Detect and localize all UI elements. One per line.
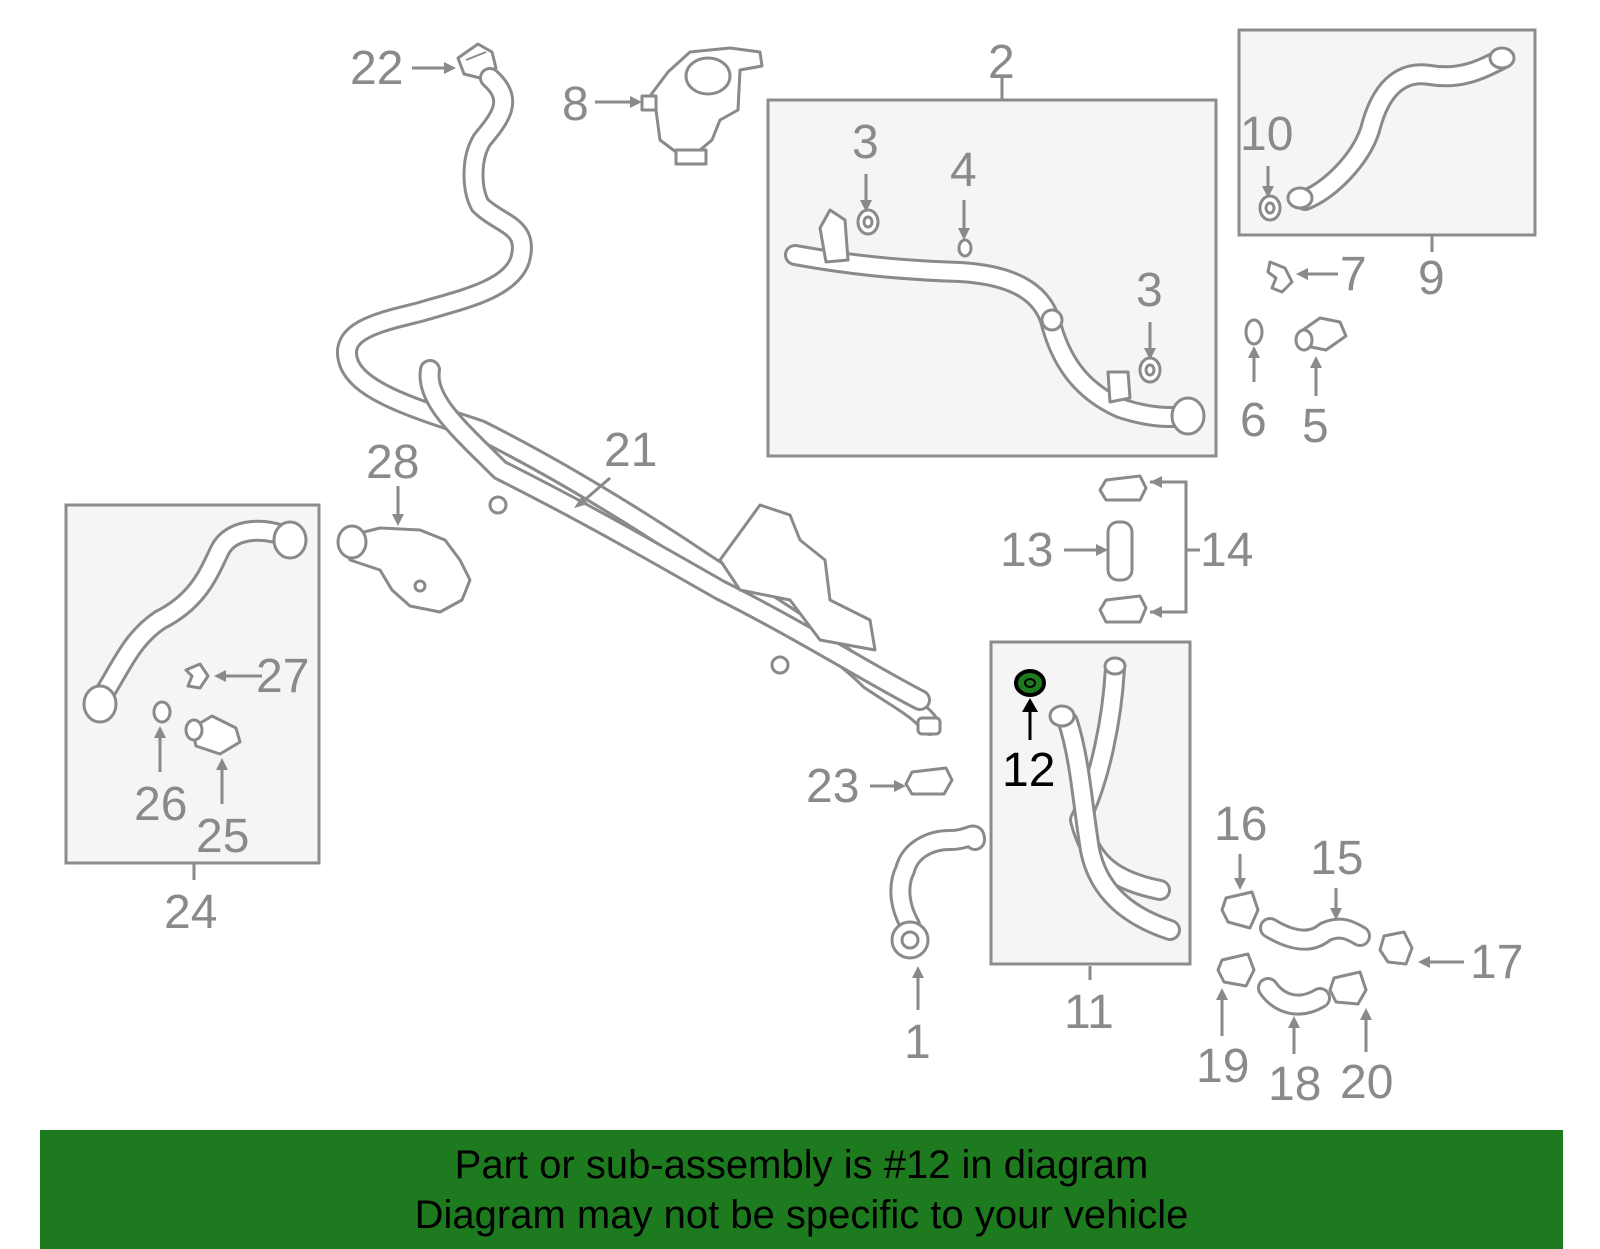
part-19-clamp (1216, 952, 1256, 988)
part-6-seal (1244, 318, 1264, 346)
callout-26: 26 (134, 778, 187, 831)
callout-23: 23 (806, 760, 859, 813)
part-16-clamp (1220, 890, 1260, 930)
callout-18: 18 (1268, 1058, 1321, 1111)
part-21-hose-line (336, 67, 942, 736)
callout-7: 7 (1340, 248, 1367, 301)
callout-3b: 3 (1136, 264, 1163, 317)
callout-13: 13 (1000, 524, 1053, 577)
part-13-hose (1106, 520, 1134, 582)
callout-25: 25 (196, 810, 249, 863)
callout-21: 21 (604, 424, 657, 477)
callout-24: 24 (164, 886, 217, 939)
part-11-pipe (1048, 656, 1181, 941)
part-25-sensor (184, 714, 242, 756)
part-26-seal (152, 700, 172, 724)
part-7-clip (1266, 260, 1294, 294)
banner-line-part: Part or sub-assembly is #12 in diagram (454, 1142, 1149, 1187)
part-12-seal (1014, 669, 1046, 697)
callout-22: 22 (350, 42, 403, 95)
part-2-coolant-pipe (784, 208, 1206, 436)
info-banner: Part or sub-assembly is #12 in diagram D… (40, 1130, 1563, 1249)
callout-labels: 22 8 2 3 4 3 10 7 9 6 5 21 28 13 14 27 2… (134, 36, 1523, 1111)
callout-16: 16 (1214, 798, 1267, 851)
part-24-hose (82, 519, 308, 724)
part-14-clamp-bottom (1098, 594, 1148, 624)
callout-20: 20 (1340, 1056, 1393, 1109)
callout-8: 8 (562, 78, 589, 131)
part-1-hose (889, 824, 986, 960)
part-5-sensor (1294, 316, 1348, 352)
callout-14: 14 (1200, 524, 1253, 577)
callout-3a: 3 (852, 116, 879, 169)
part-20-clamp (1328, 970, 1368, 1006)
part-4-seal (957, 238, 973, 258)
callout-17: 17 (1470, 936, 1523, 989)
part-9-pipe (1258, 46, 1516, 222)
callout-11: 11 (1064, 986, 1114, 1039)
part-17-clamp (1378, 930, 1414, 966)
callout-19: 19 (1196, 1040, 1249, 1093)
part-15-hose (1259, 917, 1371, 951)
part-8-housing (640, 46, 764, 166)
callout-5: 5 (1302, 400, 1329, 453)
callout-27: 27 (256, 650, 309, 703)
callout-10: 10 (1240, 108, 1293, 161)
callout-9: 9 (1418, 252, 1445, 305)
callout-4: 4 (950, 144, 977, 197)
part-28-flange (336, 524, 472, 614)
callout-6: 6 (1240, 394, 1267, 447)
callout-12: 12 (1002, 744, 1055, 797)
part-18-hose (1257, 977, 1331, 1016)
callout-15: 15 (1310, 832, 1363, 885)
part-14-clamp-top (1098, 474, 1148, 502)
callout-1: 1 (904, 1016, 931, 1069)
part-27-clip (184, 662, 210, 690)
callout-2: 2 (988, 36, 1015, 89)
callout-28: 28 (366, 436, 419, 489)
leader-lines (154, 62, 1464, 1054)
banner-line-disclaimer: Diagram may not be specific to your vehi… (414, 1192, 1189, 1237)
part-23-clamp (904, 766, 954, 796)
